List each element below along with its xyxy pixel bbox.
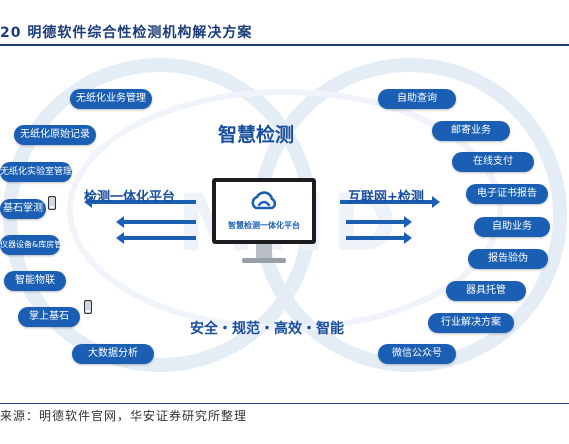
left-item-paperless-records: 无纸化原始记录 [14, 125, 96, 145]
right-item-instrument-custody: 器具托管 [446, 281, 526, 301]
left-item-big-data: 大数据分析 [72, 344, 154, 364]
right-item-online-payment: 在线支付 [452, 152, 534, 172]
left-item-jishi-zhangce: 基石掌测 [0, 199, 46, 219]
left-item-instrument-warehouse: 仪器设备&库房管理 [0, 235, 70, 255]
monitor-screen: 智慧检测一体化平台 [212, 178, 316, 244]
right-item-self-query: 自助查询 [378, 89, 456, 109]
right-item-report-verify: 报告验伪 [468, 249, 548, 269]
right-heading: 互联网+检测 [348, 190, 424, 205]
right-arrow-3 [346, 232, 412, 244]
top-divider [0, 44, 569, 46]
monitor: 智慧检测一体化平台 [212, 178, 316, 268]
right-item-industry-solution: 行业解决方案 [428, 313, 514, 333]
left-arrow-2 [116, 216, 196, 228]
inner-ring [67, 89, 503, 331]
right-arrow-2 [346, 216, 412, 228]
phone-icon [48, 196, 56, 210]
right-item-mail-business: 邮寄业务 [432, 121, 510, 141]
figure-title: 20 明德软件综合性检测机构解决方案 [0, 25, 253, 41]
monitor-label: 智慧检测一体化平台 [228, 221, 300, 230]
left-item-paperless-business: 无纸化业务管理 [70, 89, 152, 109]
right-arrow-1 [340, 196, 440, 208]
screen-inner: 智慧检测一体化平台 [216, 182, 312, 240]
left-arrow-3 [116, 232, 196, 244]
center-heading: 智慧检测 [218, 124, 295, 146]
right-item-self-service: 自助业务 [474, 217, 550, 237]
left-heading: 检测一体化平台 [84, 190, 176, 205]
left-item-paperless-lab: 无纸化实验室管理 [0, 162, 72, 182]
monitor-stand-neck [256, 244, 272, 258]
phone-icon [84, 300, 92, 314]
bottom-divider [0, 403, 569, 404]
right-item-wechat-account: 微信公众号 [378, 344, 456, 364]
cloud-logo-icon [251, 191, 277, 210]
tagline: 安全・规范・高效・智能 [190, 321, 344, 337]
left-item-smart-iot: 智能物联 [4, 271, 66, 291]
monitor-stand-base [242, 258, 286, 263]
left-arrow-1 [84, 196, 196, 208]
left-item-zhangshang-jishi: 掌上基石 [18, 307, 80, 327]
right-item-e-certificate: 电子证书报告 [466, 184, 548, 204]
figure-source: 来源：明德软件官网，华安证券研究所整理 [0, 409, 248, 423]
